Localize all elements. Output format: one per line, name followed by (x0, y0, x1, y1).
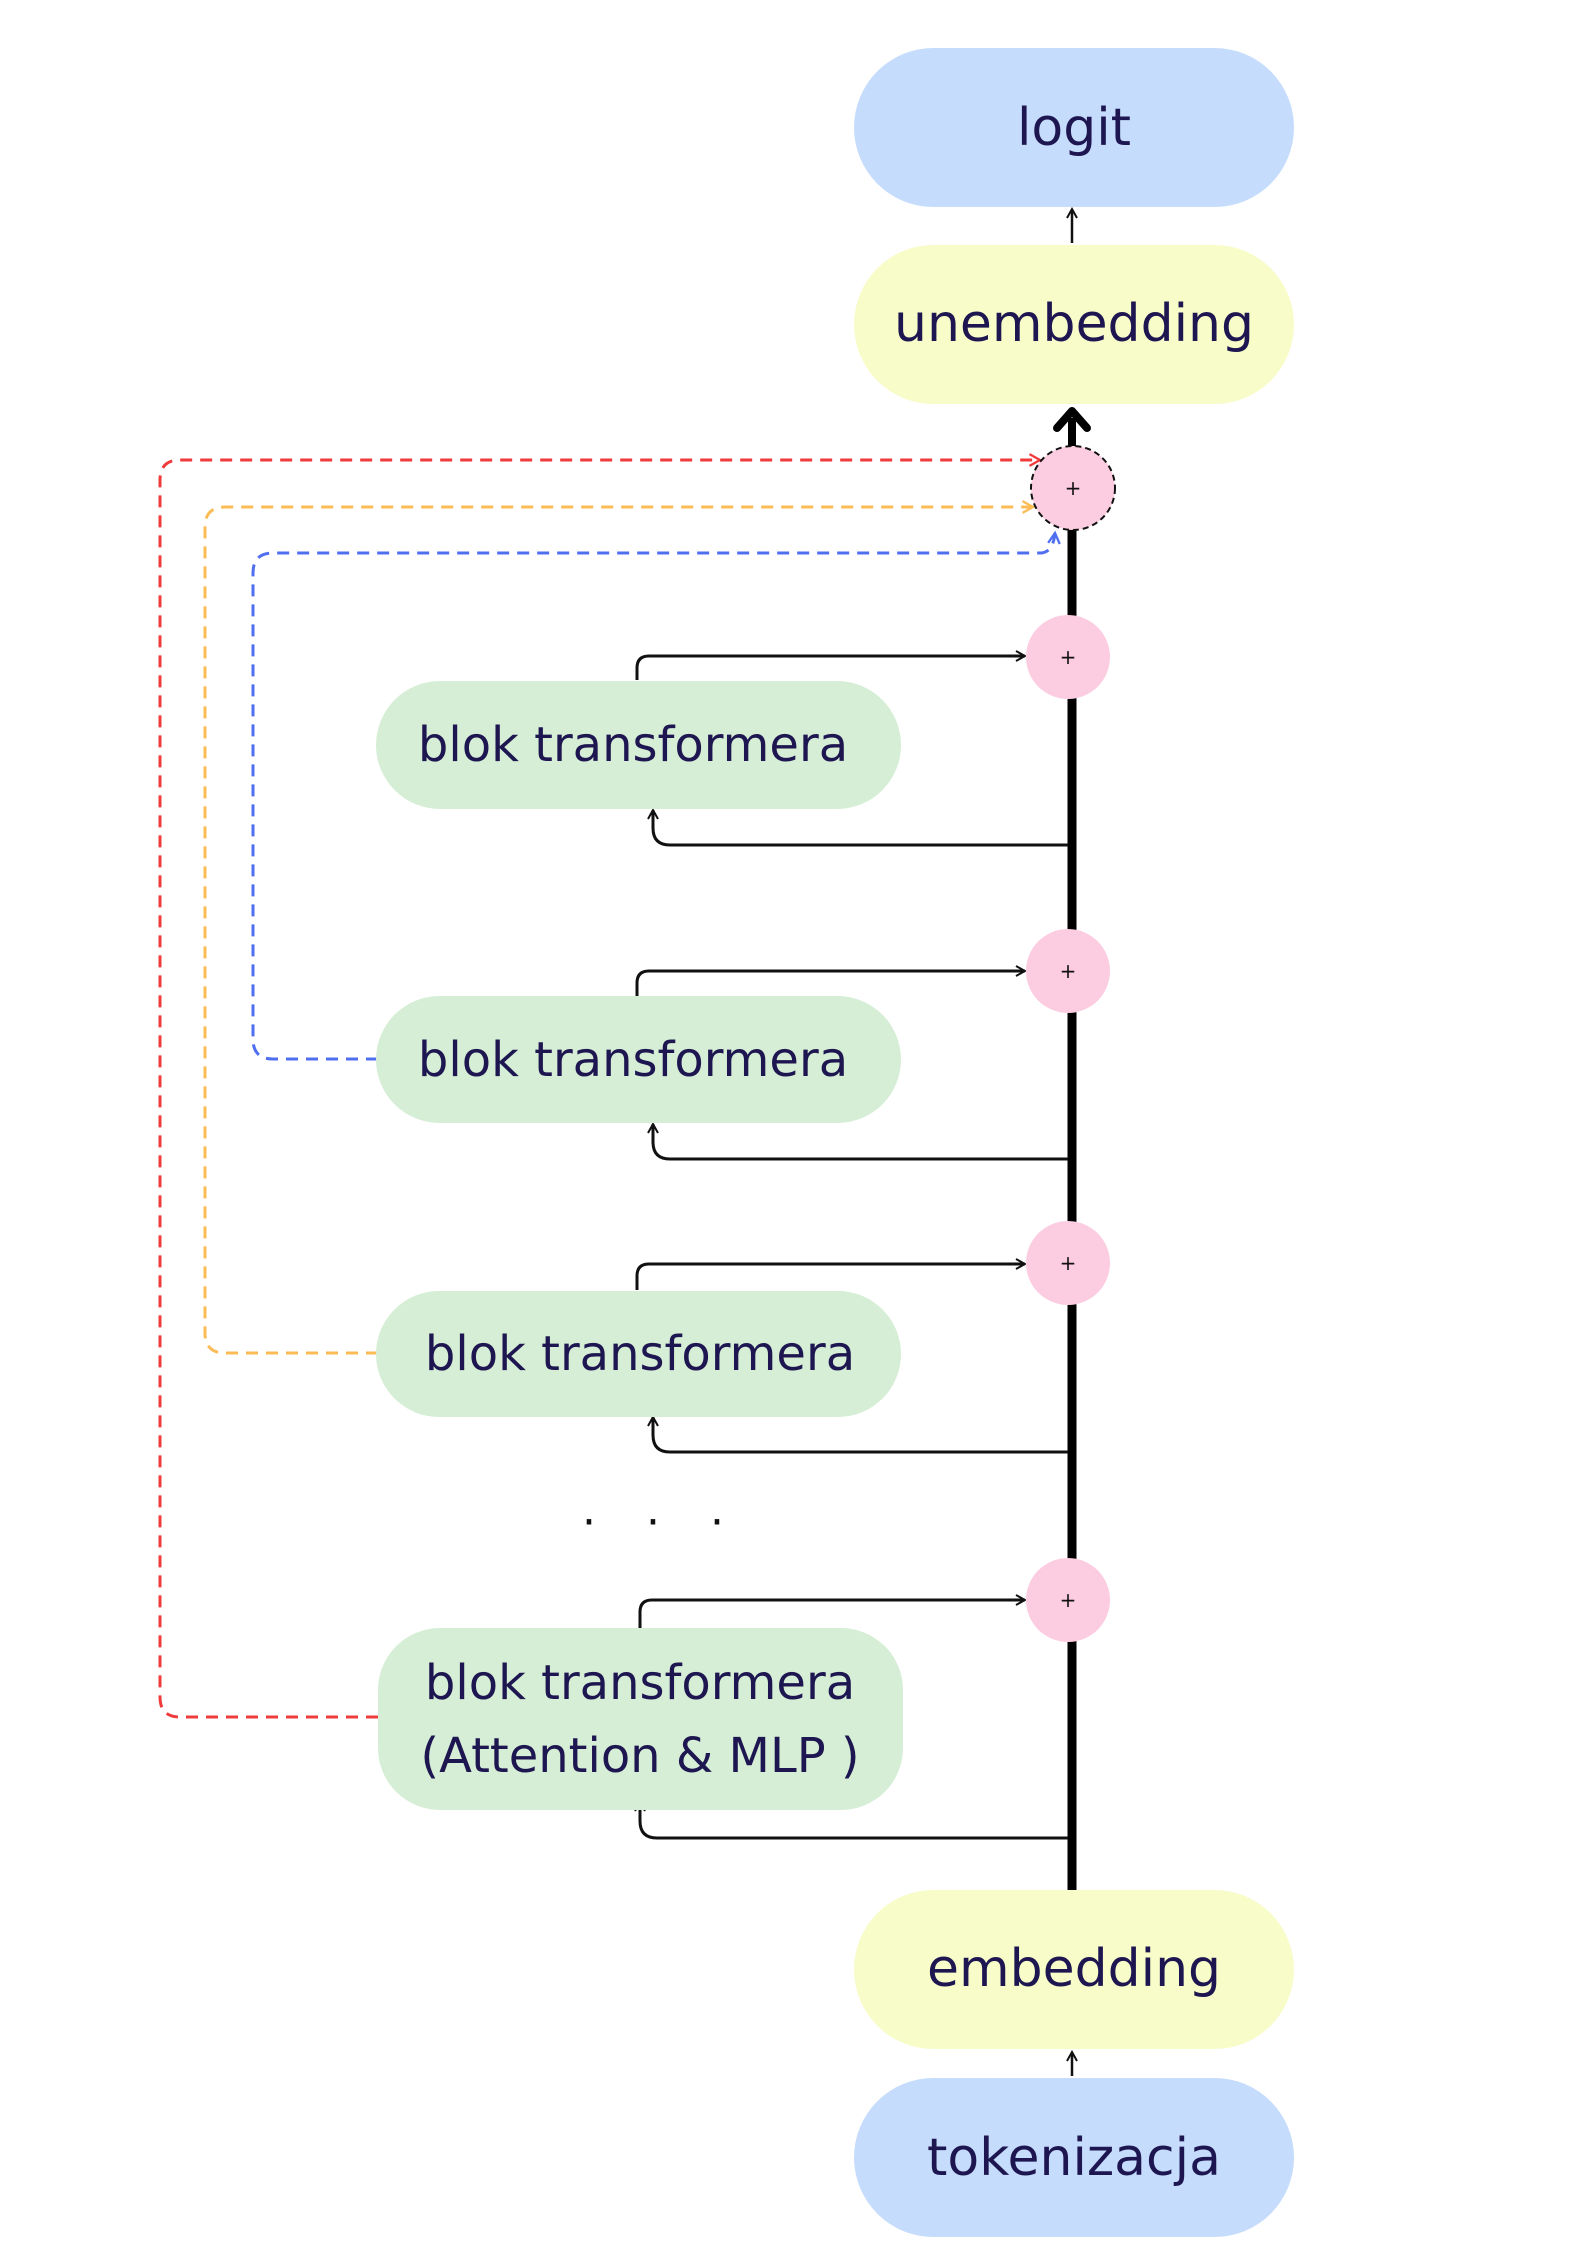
add-node-2: + (1026, 929, 1110, 1013)
residual-stream-arrowhead (1053, 407, 1091, 432)
red-dashed-connection (158, 460, 1040, 1719)
embedding-node (854, 1890, 1294, 2049)
transformer-block-4-label: blok transformera (425, 1655, 855, 1711)
transformer-block-3 (376, 1291, 901, 1417)
logit-label: logit (1017, 98, 1131, 158)
transformer-block-2 (376, 996, 901, 1123)
add-node-final: + (1030, 445, 1116, 531)
add-node-4: + (1026, 1558, 1110, 1642)
tokenizacja-label: tokenizacja (927, 2128, 1221, 2188)
transformer-block-2-label: blok transformera (418, 1032, 848, 1088)
add-node-3: + (1026, 1221, 1110, 1305)
transformer-block-1-label: blok transformera (418, 717, 848, 773)
tokenizacja-node (854, 2078, 1294, 2237)
transformer-block-4-sublabel: (Attention & MLP ) (420, 1728, 859, 1784)
logit-node (854, 48, 1294, 207)
transformer-block-3-label: blok transformera (425, 1326, 855, 1382)
plus-icon: + (1060, 959, 1077, 983)
transformer-block-4 (378, 1628, 903, 1810)
add-node-1: + (1026, 615, 1110, 699)
transformer-block-1 (376, 681, 901, 809)
plus-icon: + (1065, 476, 1082, 500)
unembedding-node (854, 245, 1294, 404)
block-connections (637, 656, 1068, 1840)
unembedding-label: unembedding (894, 294, 1254, 354)
plus-icon: + (1060, 1588, 1077, 1612)
embedding-label: embedding (927, 1939, 1221, 1999)
plus-icon: + (1060, 1251, 1077, 1275)
plus-icon: + (1060, 645, 1077, 669)
orange-dashed-connection (203, 507, 1033, 1355)
ellipsis: . . . (582, 1485, 742, 1536)
